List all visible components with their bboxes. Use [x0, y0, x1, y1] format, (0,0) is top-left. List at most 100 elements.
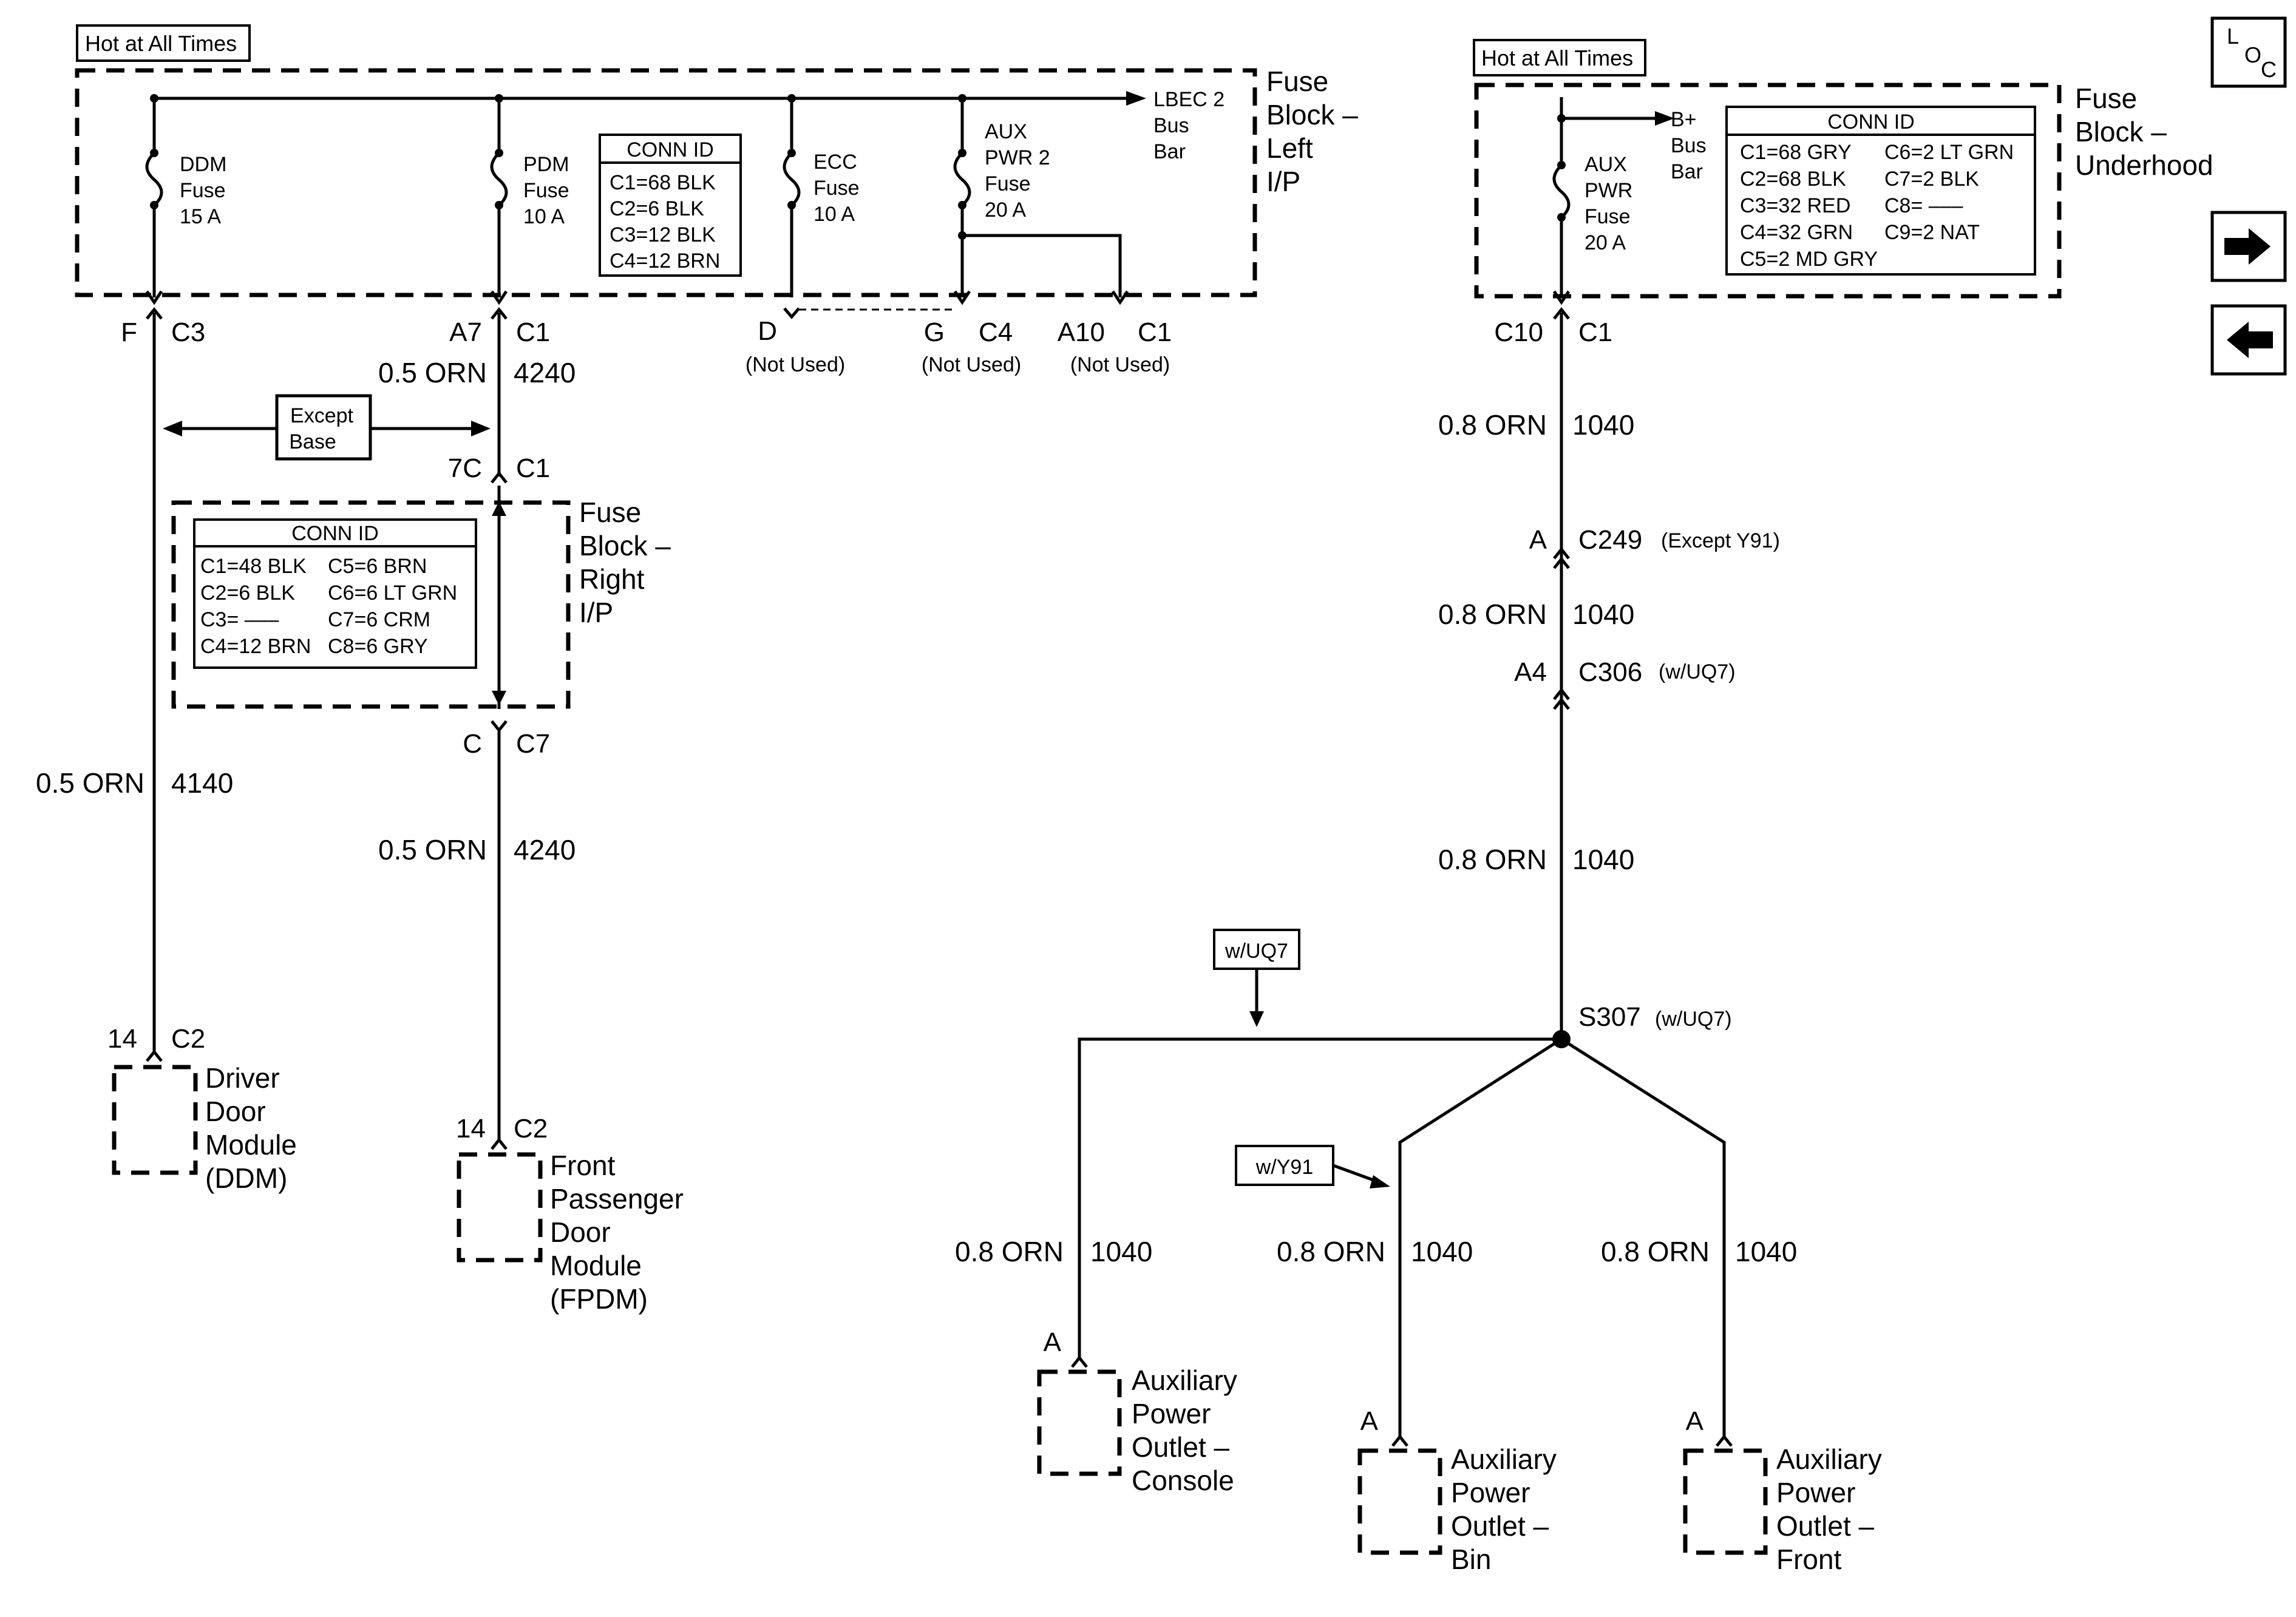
svg-text:PWR 2: PWR 2	[985, 146, 1050, 169]
svg-text:AUX: AUX	[985, 120, 1027, 143]
svg-text:(Not Used): (Not Used)	[1070, 353, 1170, 376]
svg-text:(FPDM): (FPDM)	[550, 1283, 648, 1315]
ecc-fuse: ECC Fuse 10 A	[783, 98, 860, 297]
svg-text:C2=6 BLK: C2=6 BLK	[200, 581, 295, 605]
next-page-button[interactable]	[2210, 211, 2287, 282]
right-ip-conn-id-table: CONN ID C1=48 BLK C5=6 BRN C2=6 BLK C6=6…	[193, 518, 477, 669]
svg-text:CONN ID: CONN ID	[627, 138, 714, 161]
wire-4240-upper-gauge: 0.5 ORN	[378, 357, 487, 388]
svg-text:Block –: Block –	[579, 530, 671, 561]
svg-text:D: D	[758, 316, 777, 346]
svg-text:Power: Power	[1776, 1477, 1855, 1508]
hot-at-all-times-label-right: Hot at All Times	[1473, 39, 1646, 76]
svg-text:(Except Y91): (Except Y91)	[1661, 529, 1780, 552]
svg-text:I/P: I/P	[1266, 166, 1300, 197]
not-used-labels: (Not Used) (Not Used) (Not Used)	[746, 353, 1170, 376]
svg-text:Outlet –: Outlet –	[1451, 1510, 1549, 1542]
fuse-block-left-ip-label: Fuse Block – Left I/P	[1266, 66, 1358, 197]
svg-text:Fuse: Fuse	[813, 177, 860, 200]
svg-text:Outlet –: Outlet –	[1132, 1431, 1230, 1463]
wire-4240-lower-gauge: 0.5 ORN	[378, 834, 487, 866]
c7-connector-mark	[491, 720, 508, 733]
svg-text:10 A: 10 A	[523, 205, 565, 228]
svg-text:C3= –––: C3= –––	[200, 608, 279, 631]
svg-text:Left: Left	[1266, 132, 1313, 164]
c7-pin: C	[463, 729, 482, 759]
wire-4240-upper-circuit: 4240	[514, 357, 576, 388]
svg-text:Bar: Bar	[1153, 140, 1186, 163]
svg-text:C2: C2	[171, 1024, 205, 1054]
wire-4140-gauge: 0.5 ORN	[36, 767, 144, 799]
svg-text:14: 14	[456, 1114, 486, 1144]
svg-text:Door: Door	[205, 1096, 266, 1127]
svg-text:C6=6 LT GRN: C6=6 LT GRN	[328, 581, 457, 605]
bus-arrow-icon	[1126, 91, 1146, 106]
svg-text:Auxiliary: Auxiliary	[1776, 1443, 1882, 1475]
hot-at-all-times-label-left: Hot at All Times	[76, 24, 251, 62]
svg-text:C4=32 GRN: C4=32 GRN	[1740, 221, 1853, 244]
svg-text:C5=6 BRN: C5=6 BRN	[328, 555, 427, 578]
c1-7c-conn: C1	[516, 453, 550, 483]
svg-text:A4: A4	[1514, 657, 1547, 687]
svg-text:Right: Right	[579, 563, 645, 595]
svg-text:C5=2 MD GRY: C5=2 MD GRY	[1740, 248, 1878, 271]
wire-front-circuit: 1040	[1735, 1236, 1797, 1267]
loc-letter-o: O	[2244, 42, 2261, 67]
svg-text:Auxiliary: Auxiliary	[1451, 1443, 1557, 1475]
c10-pin: C10	[1494, 317, 1543, 347]
svg-text:Outlet –: Outlet –	[1776, 1510, 1875, 1542]
svg-text:I/P: I/P	[579, 597, 613, 628]
svg-text:C7=6 CRM: C7=6 CRM	[328, 608, 430, 631]
svg-text:Console: Console	[1132, 1465, 1234, 1496]
svg-text:C306: C306	[1578, 657, 1642, 687]
svg-text:Fuse: Fuse	[2075, 83, 2137, 114]
svg-text:Fuse: Fuse	[523, 179, 569, 202]
svg-text:DDM: DDM	[180, 153, 226, 176]
c10-connector-mark	[1552, 290, 1571, 305]
svg-text:LBEC 2: LBEC 2	[1153, 88, 1224, 111]
svg-text:A: A	[1044, 1327, 1062, 1357]
connector-labels-left-block: F C3 A7 C1 D G C4 A10 C1	[121, 316, 1172, 347]
svg-text:Bin: Bin	[1451, 1544, 1491, 1575]
svg-text:w/UQ7: w/UQ7	[1224, 940, 1288, 963]
svg-text:A: A	[1360, 1406, 1379, 1436]
svg-text:Fuse: Fuse	[1266, 66, 1328, 97]
svg-text:Passenger: Passenger	[550, 1183, 684, 1215]
svg-text:CONN ID: CONN ID	[291, 522, 379, 545]
svg-text:AUX: AUX	[1584, 153, 1627, 176]
aux-power-outlet-console: A Auxiliary Power Outlet – Console	[1037, 1327, 1237, 1496]
svg-text:Fuse: Fuse	[579, 497, 641, 528]
svg-text:B+: B+	[1671, 108, 1697, 131]
svg-text:10 A: 10 A	[813, 203, 855, 226]
svg-text:Except: Except	[290, 404, 353, 427]
svg-text:(Not Used): (Not Used)	[922, 353, 1021, 376]
svg-text:C3=32 RED: C3=32 RED	[1740, 194, 1850, 217]
previous-page-button[interactable]	[2210, 304, 2287, 376]
wire-1040-seg2-circuit: 1040	[1572, 598, 1634, 630]
svg-text:Hot at All Times: Hot at All Times	[1481, 46, 1633, 70]
left-arrow-icon	[2227, 322, 2273, 358]
svg-text:Driver: Driver	[205, 1062, 280, 1094]
c7-conn: C7	[516, 729, 550, 759]
svg-text:20 A: 20 A	[985, 198, 1026, 222]
svg-text:C1=68 GRY: C1=68 GRY	[1740, 141, 1852, 164]
loc-button[interactable]: L O C	[2210, 16, 2287, 88]
wire-console-circuit: 1040	[1090, 1236, 1152, 1267]
svg-text:C4=12 BRN: C4=12 BRN	[200, 635, 311, 658]
svg-text:Base: Base	[289, 430, 336, 453]
svg-text:CONN ID: CONN ID	[1827, 110, 1915, 134]
wire-front-gauge: 0.8 ORN	[1601, 1236, 1710, 1267]
svg-text:Bus: Bus	[1671, 134, 1707, 157]
wire-1040-seg3-circuit: 1040	[1572, 844, 1634, 875]
svg-text:C1=48 BLK: C1=48 BLK	[200, 555, 307, 578]
except-base-indicator: Except Base	[163, 394, 491, 461]
svg-text:C7=2 BLK: C7=2 BLK	[1884, 168, 1979, 191]
svg-text:ECC: ECC	[813, 151, 857, 174]
svg-text:Front: Front	[550, 1150, 616, 1181]
wire-1040-seg1-gauge: 0.8 ORN	[1438, 409, 1547, 441]
svg-text:(DDM): (DDM)	[205, 1162, 287, 1194]
option-uq7-callout: w/UQ7	[1213, 929, 1300, 1027]
svg-text:C8= –––: C8= –––	[1884, 194, 1963, 217]
wire-bin-circuit: 1040	[1411, 1236, 1473, 1267]
